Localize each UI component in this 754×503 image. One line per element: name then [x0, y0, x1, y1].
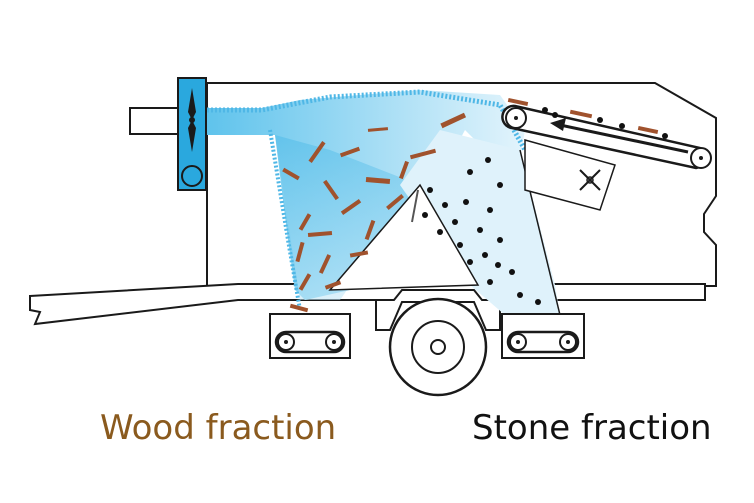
conveyor-arrow-icon — [550, 118, 689, 154]
stone-discharge-conveyor — [501, 313, 585, 359]
axle-frame — [375, 289, 501, 331]
deflector-plate — [411, 189, 419, 223]
stones — [422, 157, 551, 329]
splitter-wedge — [328, 183, 480, 291]
wood-fraction-label: Wood fraction — [100, 408, 337, 448]
air-stream-edge-lower — [268, 129, 302, 311]
chassis-beam — [29, 283, 706, 326]
wheel-icon — [388, 297, 488, 397]
conveyor-material — [507, 97, 668, 139]
air-stream-edge — [207, 89, 528, 152]
stone-fraction-label: Stone fraction — [472, 408, 712, 448]
feed-conveyor — [501, 104, 712, 170]
wood-chute — [275, 135, 420, 300]
fan-icon — [129, 77, 207, 191]
wood-chips — [282, 112, 467, 326]
stone-chute — [400, 130, 560, 315]
wood-discharge-conveyor — [269, 313, 351, 359]
rotor-icon — [524, 139, 616, 211]
